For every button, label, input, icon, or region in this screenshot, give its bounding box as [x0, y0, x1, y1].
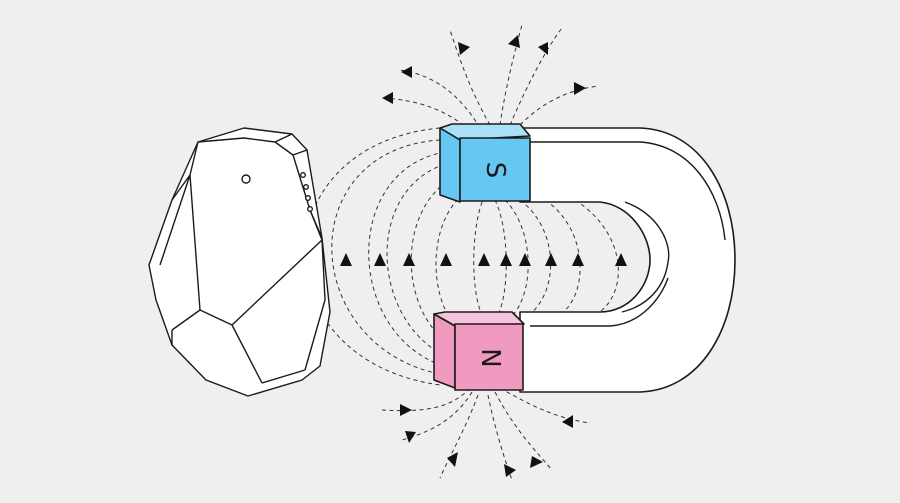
beacon-facet	[261, 369, 306, 384]
north-pole-front	[454, 323, 524, 391]
north-pole-face	[433, 313, 456, 389]
north-pole: N	[433, 311, 525, 391]
field-line	[519, 85, 599, 126]
field-line	[331, 139, 446, 376]
triangle-up-icon	[545, 253, 557, 266]
field-line	[574, 199, 619, 319]
field-line	[439, 394, 479, 479]
field-arrows	[340, 253, 627, 266]
field-line	[304, 127, 441, 386]
top-emanating-lines	[381, 24, 599, 131]
triangle-up-icon	[403, 253, 415, 266]
triangle-up-icon	[572, 253, 584, 266]
triangle-up-icon	[519, 253, 531, 266]
field-line	[449, 29, 491, 126]
field-line	[499, 387, 591, 424]
south-pole-label: S	[480, 162, 510, 179]
triangle-icon	[504, 464, 516, 477]
beacon-indicator-dot	[303, 183, 310, 190]
beacon-facet	[197, 133, 293, 143]
triangle-icon	[562, 415, 573, 428]
magnet-bottom-edge	[530, 277, 669, 327]
triangle-icon	[530, 456, 543, 468]
beacon-facet	[304, 239, 326, 371]
beacon-facet	[231, 324, 263, 384]
triangle-icon	[401, 66, 412, 78]
triangle-up-icon	[340, 253, 352, 266]
field-line	[368, 151, 451, 369]
triangle-up-icon	[440, 253, 452, 266]
triangle-icon	[508, 35, 520, 48]
south-pole-front	[459, 137, 531, 202]
beacon-indicator-dot	[305, 194, 312, 201]
triangle-icon	[382, 92, 393, 104]
field-line	[509, 27, 563, 126]
magnet-top-edge	[528, 141, 726, 241]
south-pole-face	[439, 127, 461, 203]
beacon-facet	[171, 309, 201, 331]
triangle-icon	[400, 404, 412, 416]
triangle-icon	[447, 452, 458, 467]
field-line	[504, 199, 529, 319]
triangle-up-icon	[374, 253, 386, 266]
triangle-up-icon	[615, 253, 627, 266]
bottom-emanating-lines	[381, 387, 591, 481]
triangle-icon	[574, 82, 586, 95]
field-line	[386, 161, 456, 361]
field-line	[435, 189, 471, 339]
field-line	[381, 387, 471, 412]
field-line	[487, 394, 513, 481]
horseshoe-magnet: S N	[433, 123, 736, 393]
triangle-icon	[405, 431, 416, 443]
south-pole: S	[439, 123, 531, 203]
triangle-up-icon	[500, 253, 512, 266]
beacon-facet	[199, 309, 233, 326]
triangle-icon	[458, 42, 470, 55]
beacon-facet	[189, 174, 201, 311]
field-line	[410, 174, 461, 351]
beacon-device	[148, 127, 331, 397]
north-pole-label: N	[475, 348, 505, 367]
field-line	[499, 24, 523, 126]
field-line	[399, 69, 481, 129]
beacon-hole	[241, 174, 251, 184]
magnet-inner-edge	[621, 201, 670, 313]
beacon-facet	[159, 174, 191, 266]
triangle-up-icon	[478, 253, 490, 266]
beacon-indicator-dot	[307, 205, 314, 212]
beacon-indicator-dot	[300, 171, 307, 178]
triangle-icon	[538, 42, 548, 55]
beacon-outline	[148, 127, 331, 397]
field-line	[473, 194, 486, 321]
field-line	[494, 391, 553, 471]
